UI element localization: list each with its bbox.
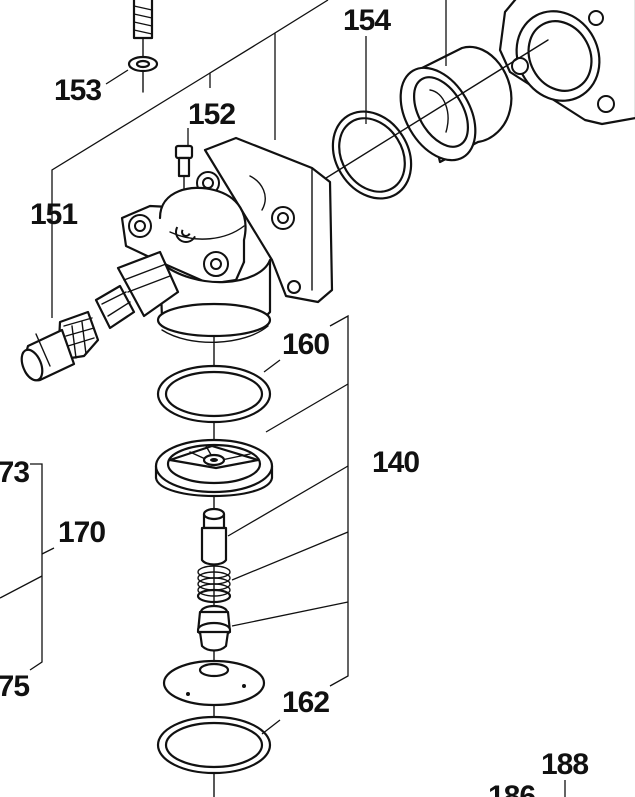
label-175: 175 [0, 670, 29, 703]
label-140: 140 [372, 446, 419, 479]
o-ring-large [331, 110, 413, 200]
top-bolt [132, 0, 154, 59]
label-170: 170 [58, 516, 105, 549]
bushing-154 [399, 45, 513, 164]
label-153: 153 [54, 74, 101, 107]
part-labels: 151 153 152 154 151 160 140 173 170 175 … [0, 0, 589, 797]
label-173: 173 [0, 456, 29, 489]
label-186: 186 [488, 780, 535, 797]
label-160: 160 [282, 328, 329, 361]
shaft-fitting-151 [20, 250, 180, 382]
valve-stem [200, 507, 228, 566]
flange-plate [498, 0, 635, 126]
label-154: 154 [343, 4, 391, 37]
label-151-top: 151 [56, 0, 103, 5]
label-162: 162 [282, 686, 329, 719]
diaphragm-disc [162, 659, 266, 707]
label-152: 152 [188, 98, 235, 131]
leader-lines [0, 0, 566, 797]
valve-seat-wheel [154, 438, 274, 497]
o-ring-162 [156, 715, 272, 775]
label-151: 151 [30, 198, 77, 231]
label-188: 188 [541, 748, 588, 781]
spring [196, 565, 232, 604]
washer-153 [127, 55, 159, 73]
main-housing [120, 136, 334, 344]
o-ring-160 [156, 364, 272, 424]
piston [196, 604, 232, 652]
